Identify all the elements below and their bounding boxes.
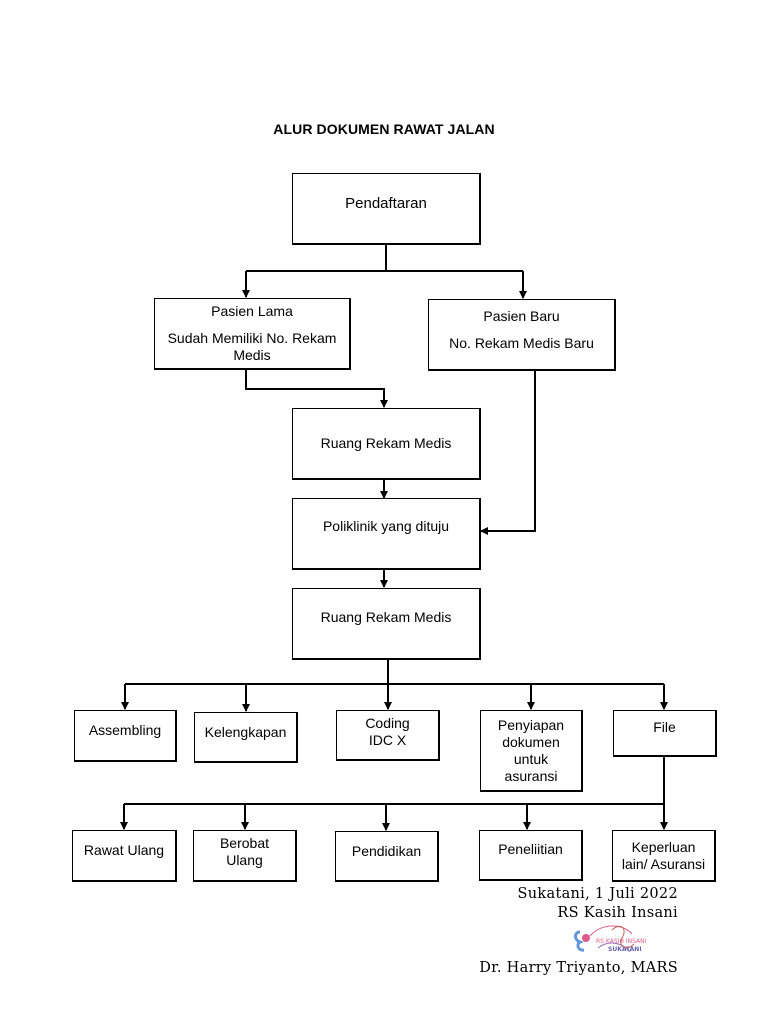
box-ruang-rekam-medis-2-label: Ruang Rekam Medis: [320, 609, 452, 625]
box-pendidikan: Pendidikan: [335, 831, 439, 882]
box-rawat-ulang: Rawat Ulang: [72, 830, 177, 882]
box-ruang-rekam-medis-1: Ruang Rekam Medis: [292, 408, 481, 480]
box-coding-label: Coding IDC X: [365, 715, 410, 748]
box-file-label: File: [653, 718, 676, 735]
box-pendaftaran: Pendaftaran: [292, 173, 481, 245]
hospital-stamp-logo: RS KASIH INSANI SUKATANI: [574, 925, 647, 953]
arrow-lama-to-rrm: [245, 370, 388, 408]
box-pasien-lama-desc: Sudah Memiliki No. Rekam Medis: [167, 330, 337, 363]
page-title: ALUR DOKUMEN RAWAT JALAN: [273, 121, 495, 137]
box-pasien-baru: Pasien Baru No. Rekam Medis Baru: [428, 299, 616, 371]
box-pasien-lama-title: Pasien Lama: [211, 303, 293, 319]
box-file: File: [613, 710, 717, 757]
box-pendidikan-label: Pendidikan: [351, 842, 422, 859]
signature-name: Dr. Harry Triyanto, MARS: [479, 960, 678, 976]
box-berobat-ulang-label: Berobat Ulang: [219, 834, 270, 868]
box-pasien-baru-desc: No. Rekam Medis Baru: [449, 334, 594, 351]
box-penelitian: Peneliitian: [479, 830, 583, 881]
box-berobat-ulang: Berobat Ulang: [193, 830, 297, 882]
box-assembling: Assembling: [74, 710, 177, 762]
arrow-baru-to-poli: [480, 371, 536, 535]
box-assembling-label: Assembling: [88, 722, 162, 738]
box-pasien-lama: Pasien Lama Sudah Memiliki No. Rekam Med…: [154, 298, 351, 370]
box-coding: Coding IDC X: [336, 710, 440, 761]
box-rawat-ulang-label: Rawat Ulang: [83, 842, 165, 858]
signature-institution: RS Kasih Insani: [557, 905, 678, 921]
signature-place-date: Sukatani, 1 Juli 2022: [517, 886, 678, 902]
box-penelitian-label: Peneliitian: [498, 840, 563, 857]
box-poliklinik: Poliklinik yang dituju: [292, 498, 481, 570]
box-pendaftaran-label: Pendaftaran: [345, 195, 427, 212]
box-pasien-baru-title: Pasien Baru: [483, 307, 560, 324]
box-keperluan-label: Keperluan lain/ Asuransi: [621, 838, 706, 872]
box-poliklinik-label: Poliklinik yang dituju: [322, 518, 450, 534]
box-kelengkapan: Kelengkapan: [194, 712, 298, 763]
box-penyiapan: Penyiapan dokumen untuk asuransi: [480, 710, 583, 792]
box-kelengkapan-label: Kelengkapan: [204, 723, 287, 740]
box-ruang-rekam-medis-2: Ruang Rekam Medis: [292, 588, 481, 660]
box-penyiapan-label: Penyiapan dokumen untuk asuransi: [497, 716, 565, 784]
box-keperluan: Keperluan lain/ Asuransi: [612, 830, 716, 882]
box-ruang-rekam-medis-1-label: Ruang Rekam Medis: [320, 435, 452, 451]
svg-text:SUKATANI: SUKATANI: [608, 946, 642, 953]
